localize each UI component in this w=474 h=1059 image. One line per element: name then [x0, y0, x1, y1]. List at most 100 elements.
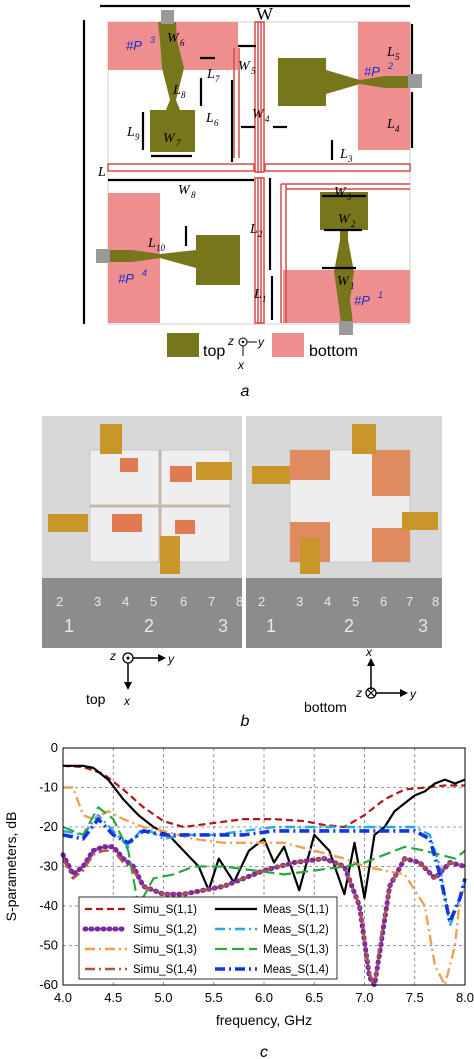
svg-text:z: z [109, 649, 116, 663]
x-tick-label: 5.5 [205, 990, 223, 1005]
svg-text:x: x [365, 645, 373, 659]
y-tick-label: -10 [39, 780, 58, 795]
dimension-arrows [82, 4, 414, 324]
series-line [62, 764, 465, 829]
svg-text:8: 8 [432, 594, 439, 609]
port-label-p4: #P [118, 271, 134, 286]
dim-L5: L [386, 45, 395, 60]
dim-W5: W [238, 59, 251, 74]
dim-W1: W [337, 274, 350, 289]
chart-series [60, 764, 468, 988]
top-patch-p4 [108, 235, 240, 285]
chart-legend: Simu_S(1,1)Simu_S(1,2)Simu_S(1,3)Simu_S(… [78, 896, 338, 980]
photo-top-view: 2 1 3 4 5 6 7 8 2 3 [42, 416, 243, 648]
dim-L2-sub: 2 [258, 229, 263, 239]
dim-W2: W [338, 212, 351, 227]
dim-W8: W [178, 183, 191, 198]
y-axis-label: S-parameters, dB [3, 812, 19, 922]
axis-z-label: z [227, 334, 234, 348]
svg-text:2: 2 [56, 594, 63, 609]
svg-text:x: x [123, 694, 131, 708]
axis-x-label: x [237, 358, 245, 372]
legend-box [78, 896, 338, 980]
series-line [62, 806, 466, 908]
port-label-p2-sup: 2 [387, 61, 393, 71]
sma-connectors [96, 10, 422, 335]
svg-text:2: 2 [344, 616, 354, 636]
connector-p4 [96, 249, 110, 263]
dim-L8: L [172, 83, 181, 98]
ruler-left-numbers: 2 1 3 4 5 6 7 8 2 3 [56, 594, 243, 636]
dim-L9: L [126, 125, 135, 140]
y-tick-label: -30 [39, 859, 58, 874]
dim-L1-sub: 1 [262, 294, 267, 304]
dim-W4-sub: 4 [265, 114, 270, 124]
svg-text:6: 6 [380, 594, 387, 609]
photo-label-top: top [86, 691, 106, 707]
dim-L9-sub: 9 [135, 132, 140, 142]
photo-label-bottom: bottom [304, 699, 347, 715]
svg-text:5: 5 [150, 594, 157, 609]
svg-text:7: 7 [406, 594, 413, 609]
series-line [62, 817, 467, 924]
dimension-labels: W L W 6 W 5 L 5 L 7 L 8 L 6 L 4 W 4 L 9 … [97, 4, 400, 304]
bottom-cross-slot [107, 21, 411, 324]
dim-L7-sub: 7 [215, 74, 220, 84]
connector-p2 [408, 74, 422, 88]
legend-entry: Simu_S(1,1) [133, 904, 197, 916]
dim-W8-sub: 8 [191, 190, 196, 200]
x-tick-label: 4.5 [104, 990, 122, 1005]
svg-text:4: 4 [122, 594, 129, 609]
connector-photo-2 [196, 462, 232, 480]
dim-W7: W [163, 131, 176, 146]
x-tick-label: 7.0 [355, 990, 373, 1005]
x-tick-label: 6.0 [255, 990, 273, 1005]
ruler-right-numbers: 2 1 3 4 5 6 7 8 2 3 [258, 594, 439, 636]
dim-L4: L [386, 117, 395, 132]
x-tick-label: 5.0 [154, 990, 172, 1005]
port-label-p3-sup: 3 [150, 35, 155, 45]
dim-W4: W [252, 107, 265, 122]
dim-L5-sub: 5 [395, 52, 400, 62]
svg-text:y: y [409, 687, 417, 701]
connector-photo-4 [160, 536, 180, 574]
legend-entry: Meas_S(1,4) [263, 964, 329, 976]
dim-L3: L [339, 147, 348, 162]
dim-W7-sub: 7 [176, 138, 181, 148]
x-tick-label: 4.0 [54, 990, 72, 1005]
port-label-p2: #P [364, 64, 380, 79]
y-tick-labels: 0-10-20-30-40-50-60 [39, 740, 58, 992]
legend-label-top: top [203, 343, 225, 360]
svg-text:1: 1 [266, 616, 276, 636]
svg-text:5: 5 [352, 594, 359, 609]
dim-L6-sub: 6 [214, 118, 219, 128]
top-patches [108, 22, 410, 323]
svg-text:8: 8 [236, 594, 243, 609]
svg-text:3: 3 [218, 616, 228, 636]
panel-b-photos: 2 1 3 4 5 6 7 8 2 3 2 1 3 4 5 6 [42, 416, 442, 730]
legend-label-bottom: bottom [309, 343, 358, 360]
x-tick-label: 6.5 [305, 990, 323, 1005]
x-tick-label: 8.0 [456, 990, 474, 1005]
dim-L6: L [205, 111, 214, 126]
panel-a-layout-diagram: W L W 6 W 5 L 5 L 7 L 8 L 6 L 4 W 4 L 9 … [82, 4, 422, 400]
port-labels: #P 3 #P 2 #P 4 #P 1 [118, 35, 393, 308]
connector-p3 [161, 10, 174, 24]
dim-L3-sub: 3 [347, 154, 353, 164]
y-tick-label: -60 [39, 977, 58, 992]
top-patch-p2 [278, 58, 410, 106]
legend-entry: Meas_S(1,1) [263, 904, 329, 916]
series-line [63, 764, 466, 900]
dim-L10: L [147, 236, 156, 251]
dim-W: W [256, 4, 273, 24]
layer-legend: top bottom z y x [167, 333, 358, 372]
port-label-p3: #P [126, 38, 142, 53]
dim-W3: W [334, 185, 347, 200]
x-axis-label: frequency, GHz [216, 1012, 312, 1028]
dim-L1: L [253, 287, 262, 302]
caption-a: a [241, 383, 250, 400]
dim-L7: L [206, 67, 215, 82]
ruler-right [246, 578, 442, 648]
dim-L10-sub: 10 [156, 243, 166, 253]
